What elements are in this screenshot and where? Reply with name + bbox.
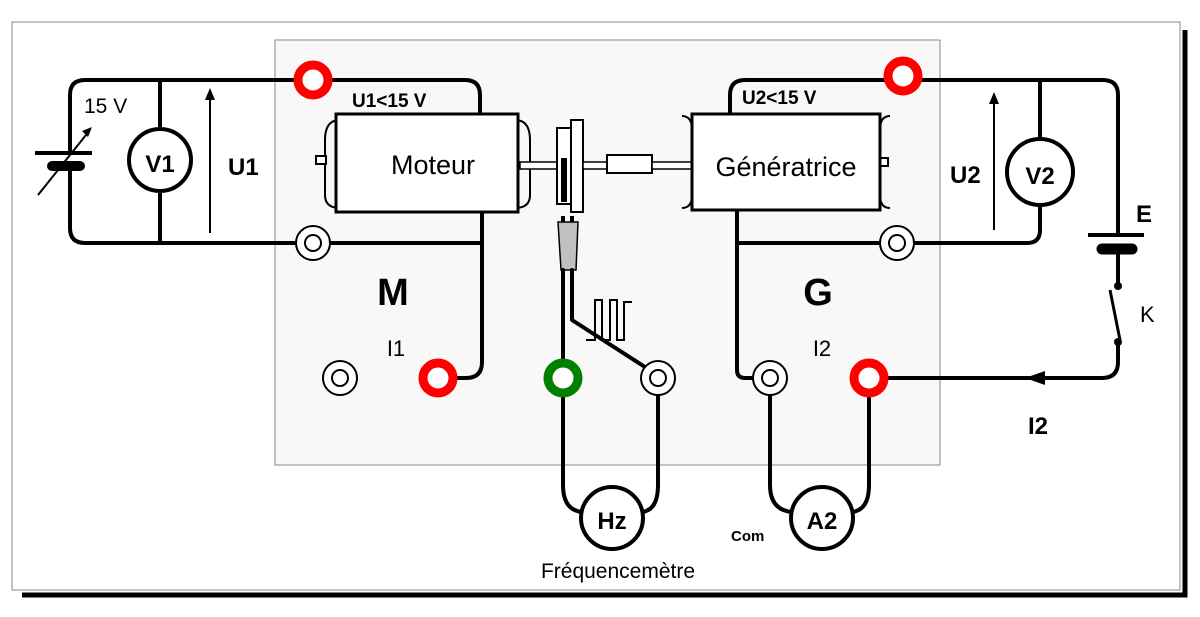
source-voltage-label: 15 V (84, 95, 127, 118)
generator (681, 112, 891, 212)
switch-k-label: K (1140, 302, 1155, 327)
speed-sensor-probe (557, 216, 579, 271)
wire-top-right (728, 78, 1120, 236)
v1-label: V1 (145, 151, 174, 178)
current-arrow-icon (1025, 371, 1045, 385)
battery-e (1088, 233, 1144, 255)
wire-generator-i2 (735, 208, 758, 380)
variable-arrow-icon (37, 129, 91, 196)
i2-panel-label: I2 (813, 336, 831, 361)
u1-label: U1 (228, 154, 259, 181)
hz-label: Hz (597, 508, 626, 535)
terminal-red-u1[interactable] (293, 60, 333, 100)
motor-label: Moteur (391, 150, 475, 180)
terminal-i2-com[interactable] (752, 360, 788, 396)
v2-label: V2 (1025, 163, 1054, 190)
wire-hz-right (640, 392, 660, 514)
ammeter-a2 (789, 485, 855, 551)
terminal-red-i2[interactable] (849, 358, 889, 398)
i2-wire-label: I2 (1028, 413, 1048, 440)
wire-return (883, 248, 1120, 380)
motor-letter: M (377, 272, 409, 314)
voltmeter-v2 (1005, 137, 1075, 207)
voltmeter-v1 (127, 127, 193, 193)
terminal-red-u2[interactable] (883, 56, 923, 96)
terminal-red-i1[interactable] (418, 358, 458, 398)
a2-label: A2 (807, 508, 838, 535)
frequency-meter-hz (579, 485, 645, 551)
square-wave-icon (586, 299, 632, 341)
wire-probe-signal (570, 268, 647, 369)
frequency-meter-label: Fréquencemètre (541, 560, 695, 583)
shaft-coupling (519, 119, 693, 213)
generator-letter: G (803, 272, 833, 314)
wire-a2-com (768, 392, 794, 514)
generator-label: Génératrice (715, 152, 856, 182)
switch-k[interactable] (1108, 282, 1122, 346)
i1-label: I1 (387, 336, 405, 361)
terminal-u1-minus[interactable] (295, 225, 331, 261)
u1-limit-label: U1<15 V (352, 91, 427, 112)
terminal-u2-minus[interactable] (879, 225, 915, 261)
wire-hz-left (561, 392, 584, 514)
battery-e-label: E (1136, 201, 1152, 228)
motor (315, 112, 531, 214)
terminal-green-sensor[interactable] (543, 358, 583, 398)
wire-motor-i1 (453, 210, 484, 380)
terminal-sensor-signal[interactable] (640, 360, 676, 396)
wire-a2-plus (850, 392, 871, 514)
u2-limit-label: U2<15 V (742, 88, 817, 109)
variable-voltage-source (35, 127, 92, 196)
wire-top-left (68, 78, 482, 152)
u2-label: U2 (950, 162, 981, 189)
wire-bottom-left (68, 166, 484, 245)
terminal-motor-unused[interactable] (322, 360, 358, 396)
frame-shadow (22, 30, 1188, 598)
bench-panel (274, 39, 941, 466)
com-label: Com (731, 528, 764, 545)
wire-v2 (735, 78, 1042, 245)
